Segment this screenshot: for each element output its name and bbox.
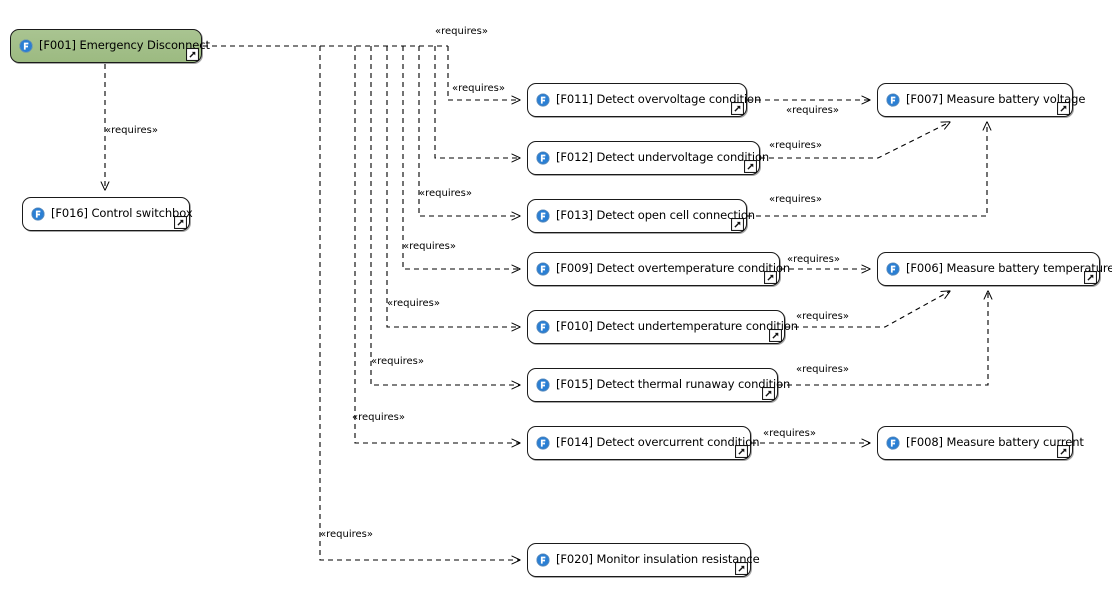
node-f001[interactable]: [F001] Emergency Disconnect [10,29,210,63]
feature-circle-f-icon [31,207,51,221]
node-label: [F013] Detect open cell connection [556,208,755,223]
node-f010[interactable]: [F010] Detect undertemperature condition [527,310,798,344]
node-label: [F006] Measure battery temperature [906,261,1112,276]
edge-label-f014-f008: «requires» [763,428,816,439]
edge-label-f001-f015: «requires» [352,412,405,423]
node-f020[interactable]: [F020] Monitor insulation resistance [527,543,760,577]
feature-circle-f-icon [536,436,556,450]
feature-circle-f-icon [536,553,556,567]
node-f015[interactable]: [F015] Detect thermal runaway condition [527,368,790,402]
edge-label-f001-f010: «requires» [371,356,424,367]
node-label: [F001] Emergency Disconnect [39,38,210,53]
edge-label-f001-f020: «requires» [320,529,373,540]
node-label: [F010] Detect undertemperature condition [556,319,798,334]
feature-circle-f-icon [536,151,556,165]
feature-circle-f-icon [536,378,556,392]
node-f007[interactable]: [F007] Measure battery voltage [877,83,1085,117]
edge-label-f001-f013: «requires» [403,241,456,252]
feature-circle-f-icon [536,262,556,276]
edge-label-f001-f011b: «requires» [452,83,505,94]
node-f008[interactable]: [F008] Measure battery current [877,426,1084,460]
feature-circle-f-icon [536,209,556,223]
node-label: [F014] Detect overcurrent condition [556,435,760,450]
node-f014[interactable]: [F014] Detect overcurrent condition [527,426,760,460]
edge-label-f009-f006: «requires» [787,254,840,265]
feature-circle-f-icon [886,436,906,450]
node-label: [F011] Detect overvoltage condition [556,92,762,107]
node-label: [F007] Measure battery voltage [906,92,1086,107]
edge-label-f001-f016: «requires» [105,125,158,136]
feature-circle-f-icon [886,262,906,276]
edge-label-f012-f007: «requires» [769,140,822,151]
node-f013[interactable]: [F013] Detect open cell connection [527,199,755,233]
node-f009[interactable]: [F009] Detect overtemperature condition [527,252,790,286]
edge-label-f001-f011: «requires» [435,26,488,37]
feature-circle-f-icon [886,93,906,107]
feature-circle-f-icon [536,93,556,107]
edge-label-f001-f009: «requires» [387,298,440,309]
node-label: [F020] Monitor insulation resistance [556,552,760,567]
feature-circle-f-icon [19,39,39,53]
node-label: [F009] Detect overtemperature condition [556,261,791,276]
node-f012[interactable]: [F012] Detect undervoltage condition [527,141,769,175]
edge-label-f010-f006: «requires» [796,311,849,322]
node-f006[interactable]: [F006] Measure battery temperature [877,252,1112,286]
feature-circle-f-icon [536,320,556,334]
node-label: [F016] Control switchbox [51,206,193,221]
edge-label-f011-f007: «requires» [786,105,839,116]
node-label: [F015] Detect thermal runaway condition [556,377,791,392]
node-label: [F008] Measure battery current [906,435,1084,450]
edge-label-f015-f006: «requires» [796,364,849,375]
node-label: [F012] Detect undervoltage condition [556,150,770,165]
edge-label-f001-f012: «requires» [419,188,472,199]
edge-label-f013-f007: «requires» [769,194,822,205]
node-f011[interactable]: [F011] Detect overvoltage condition [527,83,761,117]
node-f016[interactable]: [F016] Control switchbox [22,197,193,231]
